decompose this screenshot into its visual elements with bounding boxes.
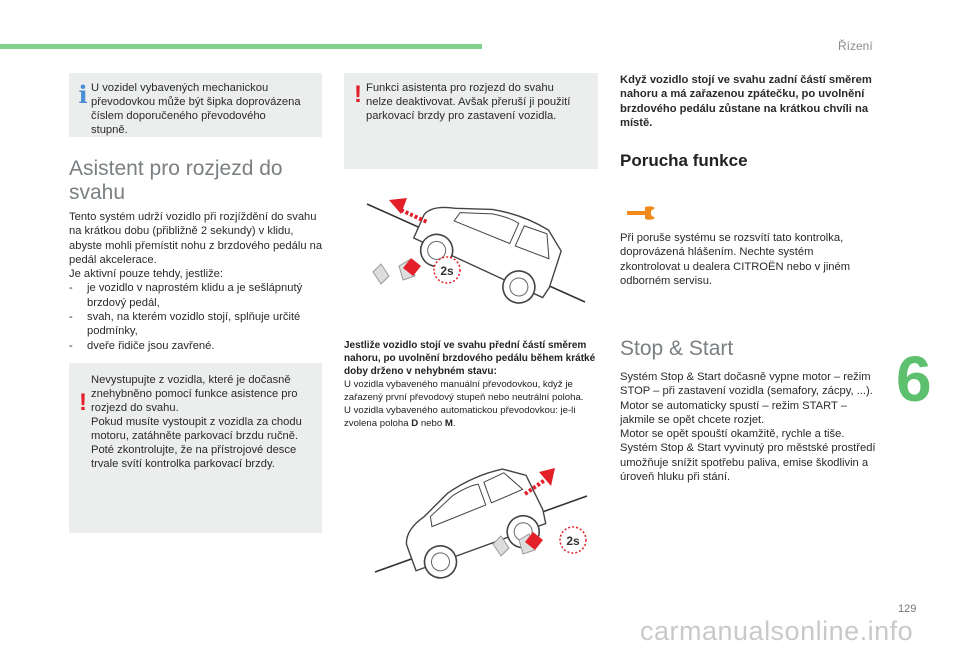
chapter-color-bar [0,44,482,49]
gear-d: D [411,418,419,429]
warning-box-exit: ! Nevystupujte z vozidla, které je dočas… [69,363,322,533]
timer-label: 2s [566,534,580,548]
info-box: i U vozidel vybavených mechanickou převo… [69,73,322,137]
timer-2s-icon: 2s [559,526,587,554]
wrench-icon [627,206,655,220]
info-box-text: U vozidel vybavených mechanickou převodo… [91,82,301,136]
red-arrow-icon [523,468,555,496]
timer-label: 2s [440,264,454,278]
caption-auto-end: . [452,418,456,429]
conditions-list: je vozidlo v naprostém klidu a je sešláp… [69,281,325,354]
warning-box-deactivate: ! Funkci asistenta pro rozjezd do svahu … [344,73,598,169]
info-icon: i [78,80,88,109]
stop-start-description: Systém Stop & Start dočasně vypne motor … [620,370,876,484]
hill-start-para1: Tento systém udrží vozidlo při rozjížděn… [69,211,323,266]
stop-start-para1: Systém Stop & Start dočasně vypne motor … [620,371,873,426]
warning-icon: ! [354,81,362,108]
car-reverse-uphill-illustration: 2s [374,468,588,579]
red-arrow-icon [389,198,428,224]
page-number: 129 [898,603,917,615]
car-uphill-illustration: 2s [366,198,586,304]
heading-stop-start: Stop & Start [620,337,734,360]
list-item: je vozidlo v naprostém klidu a je sešláp… [69,281,325,310]
warning-box-deactivate-text: Funkci asistenta pro rozjezd do svahu ne… [366,82,571,122]
caption-uphill-lead: Jestliže vozidlo stojí ve svahu přední č… [344,340,596,377]
caption-auto-or: nebo [418,418,445,429]
caption-uphill-manual: U vozidla vybaveného manuální převodovko… [344,379,584,403]
list-item: svah, na kterém vozidlo stojí, splňuje u… [69,310,325,339]
pedals-icon [372,258,421,285]
watermark: carmanualsonline.info [640,616,914,646]
timer-2s-icon: 2s [433,256,461,284]
pedals-icon [492,532,543,557]
warning-icon: ! [79,389,87,416]
section-label: Řízení [838,39,873,53]
stop-start-para2: Motor se opět spouští okamžitě, rychle a… [620,428,845,441]
chapter-number: 6 [896,343,932,415]
fault-description: Při poruše systému se rozsvítí tato kont… [620,232,851,287]
list-item: dveře řidiče jsou zavřené. [69,339,325,354]
heading-hill-start: Asistent pro rozjezd do svahu [69,157,283,204]
caption-auto-text: U vozidla vybaveného automatickou převod… [344,405,576,429]
caption-uphill-auto: U vozidla vybaveného automatickou převod… [344,404,599,430]
caption-uphill: Jestliže vozidlo stojí ve svahu přední č… [344,339,599,430]
hill-start-description: Tento systém udrží vozidlo při rozjížděn… [69,210,325,353]
heading-fault: Porucha funkce [620,151,748,170]
warning-box-exit-text: Nevystupujte z vozidla, které je dočasně… [91,374,302,470]
stop-start-para3: Systém Stop & Start vyvinutý pro městské… [620,442,876,484]
gear-m: M [444,418,453,429]
hill-start-para2: Je aktivní pouze tehdy, jestliže: [69,268,224,281]
reverse-uphill-intro: Když vozidlo stojí ve svahu zadní částí … [620,74,872,129]
